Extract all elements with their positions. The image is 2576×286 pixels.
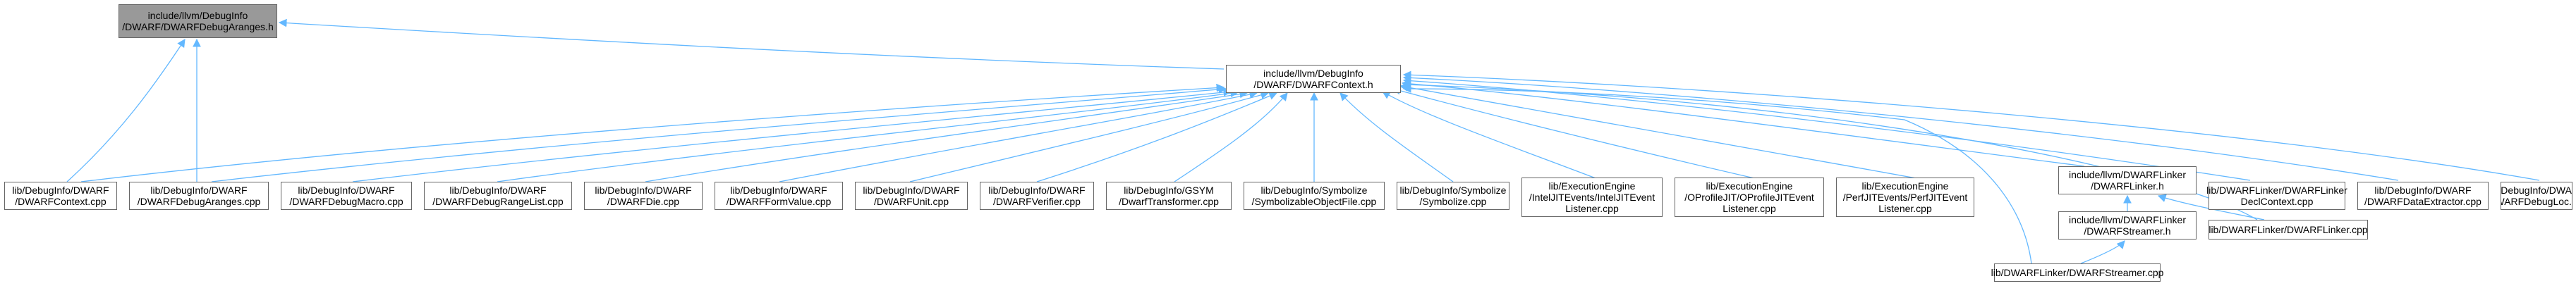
node-label-line: /Symbolize.cpp xyxy=(1419,196,1487,207)
node-dwarfverifier-cpp[interactable]: lib/DebugInfo/DWARF /DWARFVerifier.cpp xyxy=(980,182,1094,210)
node-label-line: Listener.cpp xyxy=(1723,203,1776,214)
edge-perfjit-to-context-h xyxy=(1399,82,1928,181)
node-dwarfcontext-cpp[interactable]: lib/DebugInfo/DWARF /DWARFContext.cpp xyxy=(4,182,117,210)
node-dwarfcontext-h[interactable]: include/llvm/DebugInfo /DWARF/DWARFConte… xyxy=(1226,65,1401,93)
edge-declcontext-cpp-to-context-h xyxy=(1402,76,2251,181)
node-dwarfdie-cpp[interactable]: lib/DebugInfo/DWARF /DWARFDie.cpp xyxy=(584,182,703,210)
node-label-line: lib/ExecutionEngine xyxy=(1548,180,1636,192)
node-label-line: lib/ExecutionEngine xyxy=(1706,180,1793,192)
node-label-line: /DWARFDebugLoc.cpp xyxy=(2501,196,2572,207)
node-label-line: lib/DebugInfo/DWARF xyxy=(595,185,692,196)
node-dwarfunit-cpp[interactable]: lib/DebugInfo/DWARF /DWARFUnit.cpp xyxy=(855,182,968,210)
node-label-line: /PerfJITEvents/PerfJITEvent xyxy=(1842,192,1968,203)
node-label-line: include/llvm/DWARFLinker xyxy=(2069,169,2186,180)
node-dwarfdataextractor-cpp[interactable]: lib/DebugInfo/DWARF /DWARFDataExtractor.… xyxy=(2357,182,2489,210)
node-dwarfdebugmacro-cpp[interactable]: lib/DebugInfo/DWARF /DWARFDebugMacro.cpp xyxy=(281,182,412,210)
node-dwarfdebugrangelist-cpp[interactable]: lib/DebugInfo/DWARF /DWARFDebugRangeList… xyxy=(424,182,572,210)
node-label-line: /DWARFDebugRangeList.cpp xyxy=(432,196,564,207)
edge-dwarfverifier-cpp-to-context-h xyxy=(1036,92,1278,182)
node-dwarfstreamer-h-box[interactable]: include/llvm/DWARFLinker /DWARFStreamer.… xyxy=(2058,211,2197,240)
edge-dwarfstreamer-cpp-to-context-h xyxy=(1402,85,2032,264)
node-label-line: include/llvm/DWARFLinker xyxy=(2069,214,2186,225)
node-label-line: lib/DWARFLinker/DWARFLinker xyxy=(2206,185,2347,196)
edge-oprofilejit-to-context-h xyxy=(1392,87,1764,181)
node-label-line: lib/DebugInfo/DWARF xyxy=(863,185,960,196)
node-dwarfformvalue-cpp[interactable]: lib/DebugInfo/DWARF /DWARFFormValue.cpp xyxy=(715,182,843,210)
node-label-line: lib/ExecutionEngine xyxy=(1861,180,1949,192)
node-dwarflinker-h[interactable]: include/llvm/DWARFLinker /DWARFLinker.h xyxy=(2058,166,2197,194)
node-label-line: /DWARFFormValue.cpp xyxy=(726,196,832,207)
node-label-line: /DWARFDataExtractor.cpp xyxy=(2364,196,2481,207)
node-dwarfdebugaranges-h[interactable]: include/llvm/DebugInfo /DWARF/DWARFDebug… xyxy=(119,4,277,38)
node-label-line: lib/DebugInfo/DWARF xyxy=(449,185,547,196)
node-label-line: lib/DWARFLinker/DWARFLinker.cpp xyxy=(2209,224,2368,235)
node-label-line: /IntelJITEvents/IntelJITEvent xyxy=(1529,192,1655,203)
edge-dwarfcontext-cpp-to-context-h xyxy=(80,83,1225,182)
edge-dwarfstreamer-cpp-to-dwarfstreamer-h xyxy=(2080,240,2125,264)
node-dwarftransformer-cpp[interactable]: lib/DebugInfo/GSYM /DwarfTransformer.cpp xyxy=(1106,182,1232,210)
edge-debugloc-cpp-to-context-h xyxy=(1402,70,2540,181)
node-label-line: lib/DebugInfo/GSYM xyxy=(1124,185,1214,196)
edge-dataextractor-cpp-to-context-h xyxy=(1402,73,2399,181)
node-label-line: /DWARFLinker.h xyxy=(2091,180,2164,192)
node-label-line: DeclContext.cpp xyxy=(2240,196,2314,207)
edge-dwarfdebugmacro-cpp-to-context-h xyxy=(352,88,1232,182)
edge-dwarflinker-cpp-to-context-h xyxy=(1402,80,2258,220)
node-symbolize-cpp[interactable]: lib/DebugInfo/Symbolize /Symbolize.cpp xyxy=(1397,182,1509,210)
edge-dwarftransformer-cpp-to-context-h xyxy=(1174,92,1288,182)
edge-context-h-to-root xyxy=(278,18,1225,70)
node-label-line: Listener.cpp xyxy=(1878,203,1932,214)
node-label-line: /SymbolizableObjectFile.cpp xyxy=(1251,196,1377,207)
node-label-line: /DWARF/DWARFDebugAranges.h xyxy=(122,21,274,32)
node-dwarfdebugloc-cpp[interactable]: lib/DebugInfo/DWARF /DWARFDebugLoc.cpp xyxy=(2501,182,2572,210)
edge-dwarfformvalue-cpp-to-context-h xyxy=(779,90,1258,182)
node-label-line: lib/DebugInfo/DWARF xyxy=(730,185,827,196)
node-oprofilejiteventlistener-cpp[interactable]: lib/ExecutionEngine /OProfileJIT/OProfil… xyxy=(1675,178,1824,217)
node-dwarfdebugaranges-cpp[interactable]: lib/DebugInfo/DWARF /DWARFDebugAranges.c… xyxy=(129,182,269,210)
node-label-line: lib/DebugInfo/DWARF xyxy=(2501,185,2572,196)
node-dwarfstreamer-cpp[interactable]: lib/DWARFLinker/DWARFStreamer.cpp xyxy=(1991,263,2164,282)
node-label-line: /DWARFDebugMacro.cpp xyxy=(289,196,403,207)
node-perfjiteventlistener-cpp[interactable]: lib/ExecutionEngine /PerfJITEvents/PerfJ… xyxy=(1836,178,1974,217)
node-label-line: lib/DebugInfo/Symbolize xyxy=(1260,185,1368,196)
node-inteljiteventlistener-cpp[interactable]: lib/ExecutionEngine /IntelJITEvents/Inte… xyxy=(1521,178,1663,217)
node-dwarflinker-cpp[interactable]: lib/DWARFLinker/DWARFLinker.cpp xyxy=(2209,220,2368,240)
node-label-line: include/llvm/DebugInfo xyxy=(1263,68,1363,79)
node-label-line: lib/DebugInfo/DWARF xyxy=(298,185,395,196)
node-label-line: /DWARFVerifier.cpp xyxy=(993,196,1081,207)
node-label-line: lib/DebugInfo/DWARF xyxy=(988,185,1086,196)
node-label-line: /OProfileJIT/OProfileJITEvent xyxy=(1684,192,1814,203)
edge-inteljit-to-context-h xyxy=(1381,91,1602,181)
node-label-line: /DWARF/DWARFContext.h xyxy=(1253,79,1373,90)
node-label-line: lib/DebugInfo/DWARF xyxy=(12,185,109,196)
node-label-line: /DWARFDebugAranges.cpp xyxy=(137,196,261,207)
node-label-line: lib/DebugInfo/DWARF xyxy=(2374,185,2472,196)
node-label-line: /DWARFDie.cpp xyxy=(607,196,680,207)
edge-dwarfunit-cpp-to-context-h xyxy=(909,91,1270,182)
edge-dwarfdebugaranges-cpp-to-context-h xyxy=(211,85,1227,182)
edge-dwarfdebugrangelist-cpp-to-context-h xyxy=(497,89,1239,182)
edge-dwarflinker-cpp-to-dwarflinker-h xyxy=(2157,194,2265,220)
node-symbolizableobjectfile-cpp[interactable]: lib/DebugInfo/Symbolize /SymbolizableObj… xyxy=(1244,182,1385,210)
node-label-line: Listener.cpp xyxy=(1565,203,1619,214)
edge-dwarfdie-cpp-to-context-h xyxy=(645,89,1248,182)
node-label-line: lib/DebugInfo/DWARF xyxy=(150,185,248,196)
node-label-line: lib/DebugInfo/Symbolize xyxy=(1399,185,1507,196)
node-dwarflinker-declcontext-cpp[interactable]: lib/DWARFLinker/DWARFLinker DeclContext.… xyxy=(2206,182,2347,210)
edge-symbolize-cpp-to-context-h xyxy=(1339,92,1454,182)
node-label-line: /DWARFContext.cpp xyxy=(15,196,107,207)
edge-dwarfcontext-cpp-to-root xyxy=(66,39,186,182)
node-label-line: lib/DWARFLinker/DWARFStreamer.cpp xyxy=(1991,267,2164,278)
node-label-line: /DwarfTransformer.cpp xyxy=(1119,196,1219,207)
node-label-line: include/llvm/DebugInfo xyxy=(147,10,248,21)
node-label-line: /DWARFUnit.cpp xyxy=(873,196,949,207)
node-label-line: /DWARFStreamer.h xyxy=(2084,225,2171,237)
